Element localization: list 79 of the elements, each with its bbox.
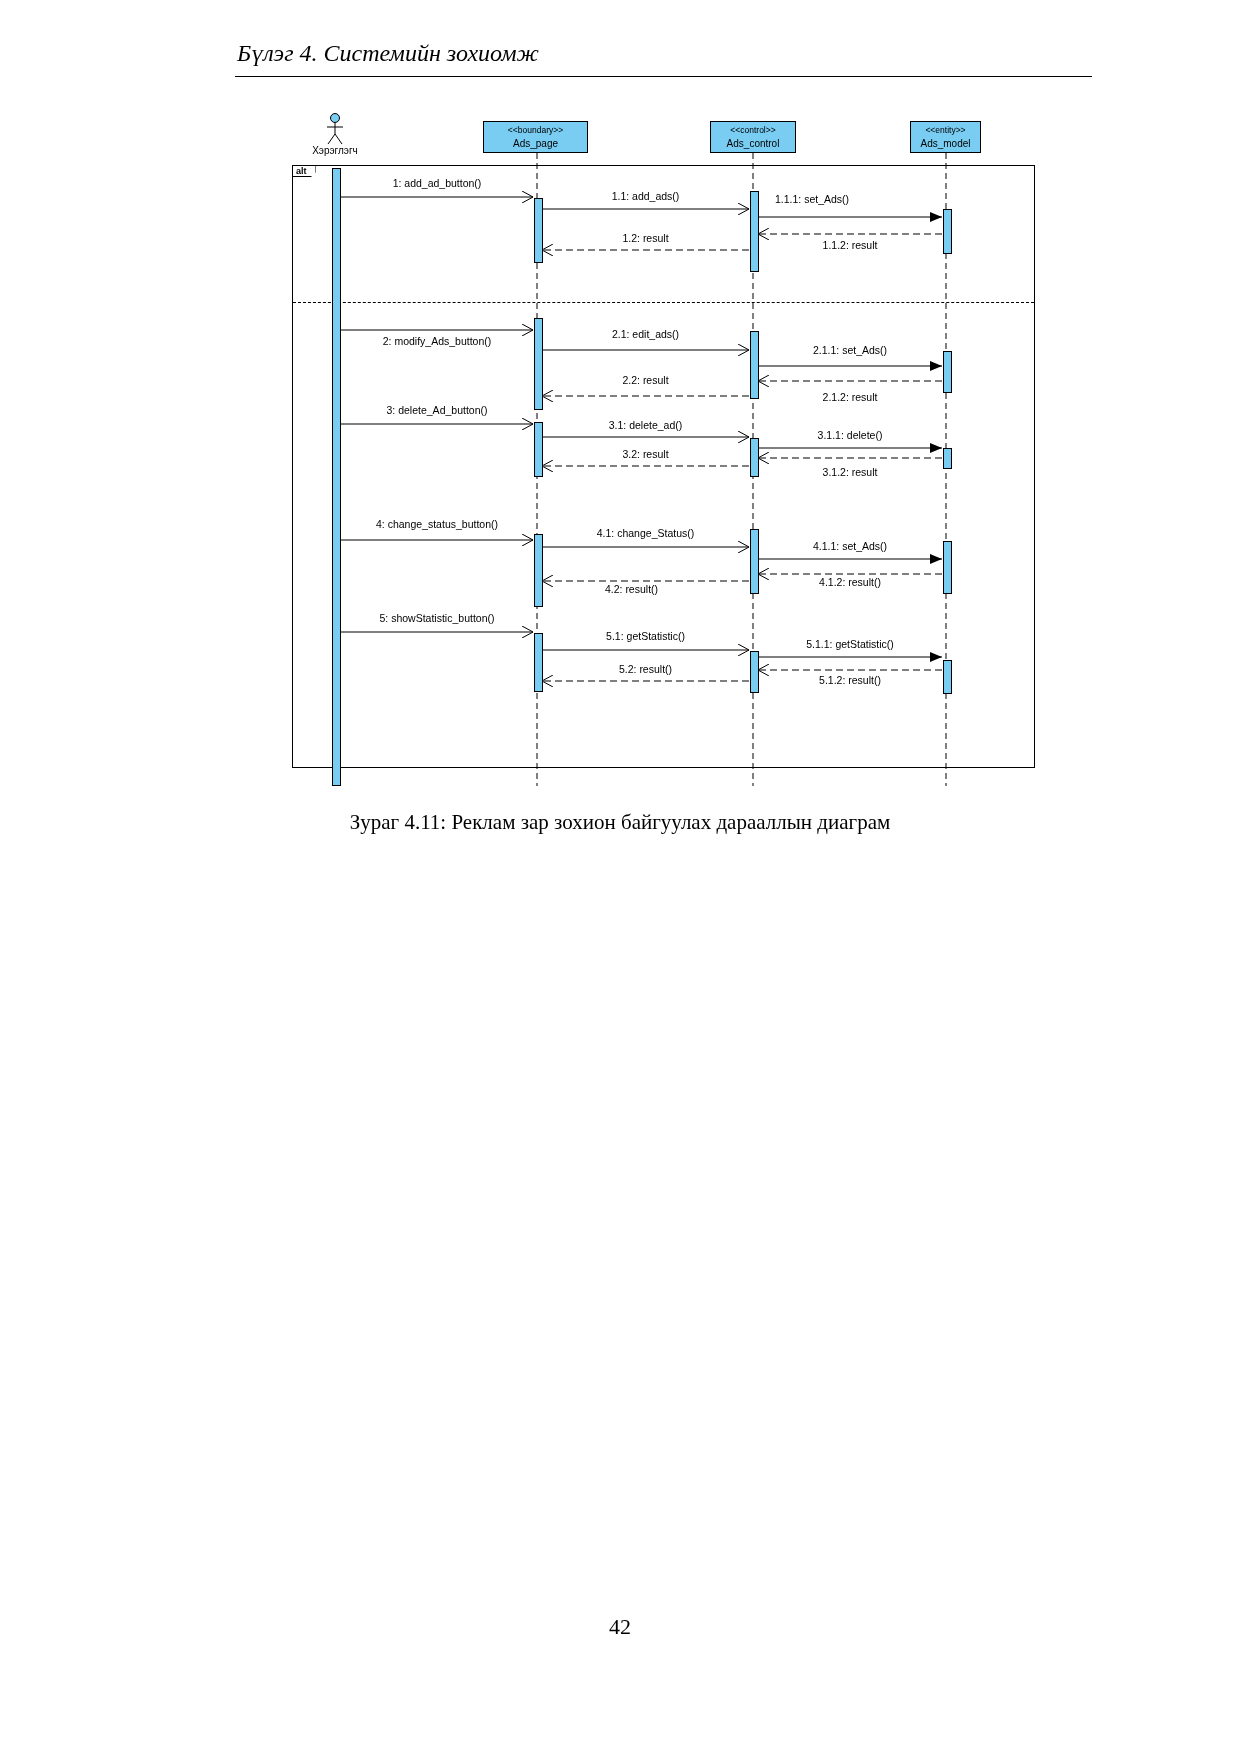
message-label: 2.1.1: set_Ads() (810, 344, 890, 356)
message-arrow (757, 652, 943, 662)
message-arrow (541, 389, 750, 403)
message-label: 5.2: result() (616, 663, 675, 675)
message-arrow (340, 533, 534, 547)
message-label: 4.1: change_Status() (594, 527, 697, 539)
figure-caption: Зураг 4.11: Реклам зар зохион байгуулах дарааллын диаграм (348, 810, 892, 835)
message-label: 2.1: edit_ads() (609, 328, 682, 340)
activation-bar (943, 209, 952, 254)
message-label: 3: delete_Ad_button() (384, 404, 490, 416)
message-arrow (541, 540, 750, 554)
lifeline-name: Ads_page (512, 137, 558, 150)
lifeline-header (483, 121, 588, 153)
message-label: 5.1: getStatistic() (604, 630, 687, 642)
message-label: 4: change_status_button() (374, 518, 500, 530)
message-arrow (541, 674, 750, 688)
activation-bar (943, 351, 952, 393)
message-label: 1.2: result (620, 232, 671, 244)
message-label: 4.2: result() (602, 583, 661, 595)
activation-bar (943, 448, 952, 469)
message-arrow (541, 643, 750, 657)
running-header: Бүлэг 4. Системийн зохиомж (237, 40, 539, 67)
message-arrow (757, 663, 943, 677)
activation-bar (534, 318, 543, 410)
message-label: 1: add_ad_button() (390, 177, 484, 189)
message-label: 5.1.1: getStatistic() (804, 638, 896, 650)
message-arrow (340, 190, 534, 204)
message-arrow (757, 227, 943, 241)
message-arrow (757, 451, 943, 465)
message-arrow (541, 202, 750, 216)
message-arrow (757, 554, 943, 564)
activation-bar (943, 660, 952, 694)
message-arrow (340, 417, 534, 431)
message-label: 4.1.2: result() (817, 576, 883, 588)
message-arrow (757, 443, 943, 453)
activation-bar (750, 651, 759, 693)
message-label: 3.1.1: delete() (815, 429, 885, 441)
activation-bar (534, 422, 543, 477)
message-arrow (757, 361, 943, 371)
stereotype-label: <<entity>> (925, 124, 966, 137)
message-label: 4.1.1: set_Ads() (810, 540, 890, 552)
message-label: 2.2: result (620, 374, 671, 386)
stereotype-label: <<boundary>> (507, 124, 564, 137)
lifeline-name: Ads_model (920, 137, 971, 150)
activation-bar (750, 331, 759, 399)
message-arrow (340, 625, 534, 639)
page-number: 42 (609, 1614, 631, 1639)
message-label: 3.2: result (620, 448, 671, 460)
activation-bar (750, 191, 759, 272)
message-label: 5: showStatistic_button() (377, 612, 497, 624)
lifeline-header (710, 121, 796, 153)
message-label: 3.1: delete_ad() (606, 419, 685, 431)
lifeline-header (910, 121, 981, 153)
stereotype-label: <<control>> (730, 124, 776, 137)
activation-bar (534, 198, 543, 263)
message-label: 1.1.2: result (820, 239, 880, 251)
message-label: 2: modify_Ads_button() (380, 335, 494, 347)
message-arrow (541, 459, 750, 473)
message-label: 5.1.2: result() (817, 674, 883, 686)
message-arrow (541, 574, 750, 588)
message-label: 1.1.1: set_Ads() (772, 193, 852, 205)
message-label: 2.1.2: result (820, 391, 880, 403)
activation-bar (534, 633, 543, 692)
fragment-operator: alt (293, 166, 316, 177)
message-label: 3.1.2: result (820, 466, 880, 478)
message-arrow (541, 243, 750, 257)
activation-bar (750, 438, 759, 477)
message-arrow (340, 323, 534, 337)
lifeline-name: Ads_control (726, 137, 780, 150)
message-arrow (757, 567, 943, 581)
activation-bar (534, 534, 543, 607)
activation-bar (750, 529, 759, 594)
message-arrow (757, 374, 943, 388)
message-label: 1.1: add_ads() (609, 190, 682, 202)
activation-bar (943, 541, 952, 594)
message-arrow (541, 430, 750, 444)
message-arrow (541, 343, 750, 357)
message-arrow (757, 212, 943, 222)
actor-name: Хэрэглэгч (311, 145, 359, 157)
